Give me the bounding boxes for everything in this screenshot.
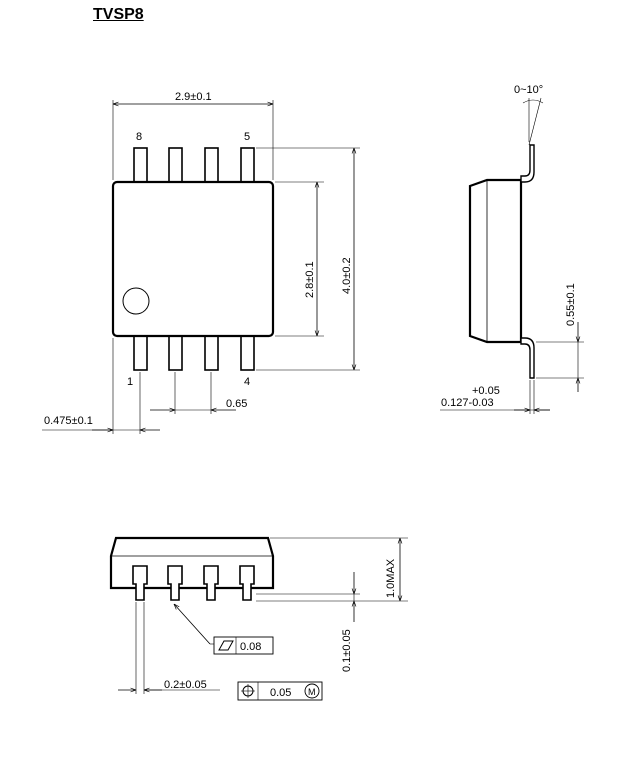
mmc-icon (304, 683, 320, 699)
pin-label-5: 5 (244, 131, 250, 143)
dim-body-height: 2.8±0.1 (304, 261, 316, 298)
dim-width: 2.9±0.1 (175, 91, 212, 103)
dim-height-max: 1.0MAX (385, 558, 397, 598)
top-view-upper-leads (133, 147, 255, 183)
top-view-lower-leads (133, 335, 255, 371)
dim-edge-pin: 0.475±0.1 (44, 415, 93, 427)
mmc-symbol: M (308, 687, 316, 697)
dim-pin-pitch: 0.65 (226, 398, 247, 410)
side-view-lower-lead (520, 337, 535, 379)
pin-label-4: 4 (244, 376, 250, 388)
flatness-value: 0.08 (240, 641, 261, 653)
dim-front-standoff: 0.1±0.05 (341, 629, 353, 672)
dim-side-standoff: 0.55±0.1 (565, 283, 577, 326)
page-title: TVSP8 (93, 6, 144, 23)
side-view-upper-lead (520, 144, 535, 183)
dim-lead-thickness-upper: +0.05 (472, 385, 500, 397)
position-icon (241, 684, 255, 698)
dim-total-height: 4.0±0.2 (341, 257, 353, 294)
front-view: 1.0MAX 0.1±0.05 0.08 0.2±0.05 0.05 M (109, 536, 408, 701)
dim-lead-thickness-main: 0.127-0.03 (441, 397, 494, 409)
dim-lead-angle: 0~10° (514, 84, 543, 96)
pin1-marker-circle (122, 287, 150, 315)
top-view: 8 5 1 4 2.9±0.1 2.8±0.1 4.0±0.2 0.65 0.4… (42, 91, 360, 434)
side-view: 0~10° 0.55±0.1 +0.05 0.127-0.03 (440, 84, 584, 414)
position-value: 0.05 (270, 687, 291, 699)
front-view-leads (132, 565, 255, 601)
top-view-package-body (111, 180, 275, 338)
flatness-icon (218, 640, 234, 651)
pin-label-1: 1 (127, 376, 133, 388)
side-view-package-body (468, 178, 523, 344)
pin-label-8: 8 (136, 131, 142, 143)
position-tolerance-frame (237, 681, 323, 701)
dim-lead-width: 0.2±0.05 (164, 679, 207, 691)
